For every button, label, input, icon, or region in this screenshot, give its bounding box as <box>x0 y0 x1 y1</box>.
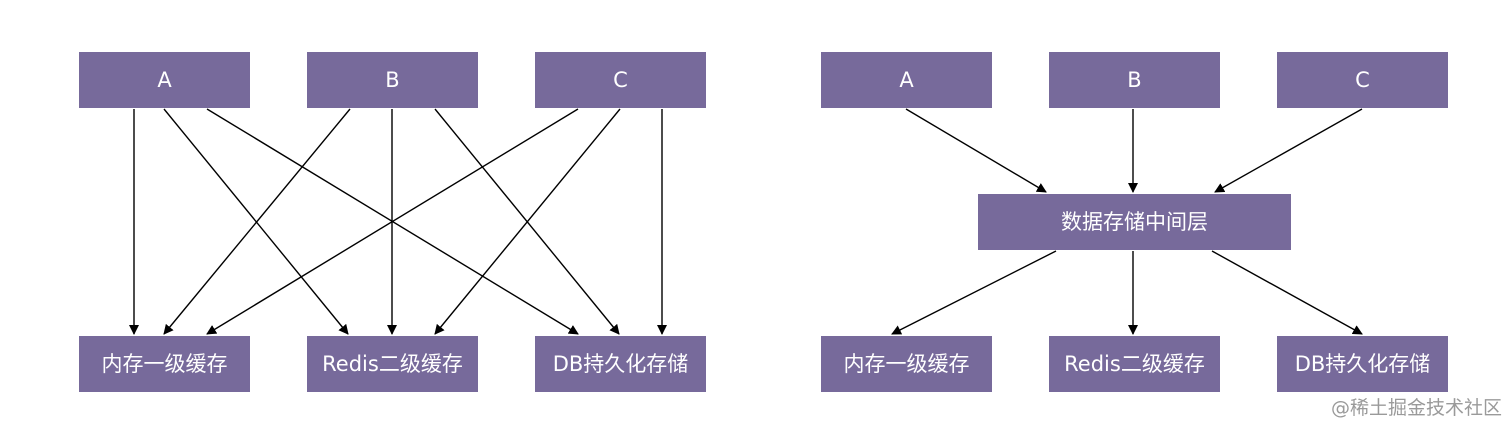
right-source-a: A <box>821 52 992 108</box>
left-target-memory-cache-label: 内存一级缓存 <box>102 352 228 376</box>
right-source-c-label: C <box>1355 68 1370 92</box>
edge-right-c-middle <box>1214 108 1363 193</box>
edge-left-c-memory <box>206 108 579 335</box>
edge-right-a-middle <box>905 108 1047 193</box>
left-source-c: C <box>535 52 706 108</box>
right-source-b: B <box>1049 52 1220 108</box>
left-diagram: A B C 内存一级缓存 Redis二级缓存 DB持久化存储 <box>79 52 706 392</box>
right-target-memory-cache-label: 内存一级缓存 <box>844 352 970 376</box>
edge-left-c-redis <box>434 108 621 335</box>
left-source-b-label: B <box>385 68 399 92</box>
left-target-redis-cache: Redis二级缓存 <box>307 336 478 392</box>
right-edges <box>891 108 1363 335</box>
right-target-db-storage: DB持久化存储 <box>1277 336 1448 392</box>
watermark: @稀土掘金技术社区 <box>1330 397 1502 419</box>
left-source-b: B <box>307 52 478 108</box>
left-source-a: A <box>79 52 250 108</box>
right-middle-layer: 数据存储中间层 <box>978 194 1291 250</box>
edge-right-middle-memory <box>891 250 1057 335</box>
right-source-c: C <box>1277 52 1448 108</box>
right-target-db-storage-label: DB持久化存储 <box>1295 352 1431 376</box>
right-target-memory-cache: 内存一级缓存 <box>821 336 992 392</box>
right-target-redis-cache: Redis二级缓存 <box>1049 336 1220 392</box>
right-diagram: A B C 数据存储中间层 内存一级缓存 Redis二级缓存 DB持久化存储 <box>821 52 1448 392</box>
right-source-b-label: B <box>1127 68 1141 92</box>
edge-left-a-redis <box>163 108 349 335</box>
left-edges <box>129 108 667 335</box>
right-target-redis-cache-label: Redis二级缓存 <box>1064 352 1205 376</box>
left-target-redis-cache-label: Redis二级缓存 <box>322 352 463 376</box>
left-target-memory-cache: 内存一级缓存 <box>79 336 250 392</box>
left-target-db-storage: DB持久化存储 <box>535 336 706 392</box>
left-source-c-label: C <box>613 68 628 92</box>
right-source-a-label: A <box>899 68 914 92</box>
left-source-a-label: A <box>157 68 172 92</box>
left-target-db-storage-label: DB持久化存储 <box>553 352 689 376</box>
edge-left-b-memory <box>163 108 351 335</box>
edge-right-middle-db <box>1211 250 1363 335</box>
right-middle-layer-label: 数据存储中间层 <box>1061 210 1208 234</box>
